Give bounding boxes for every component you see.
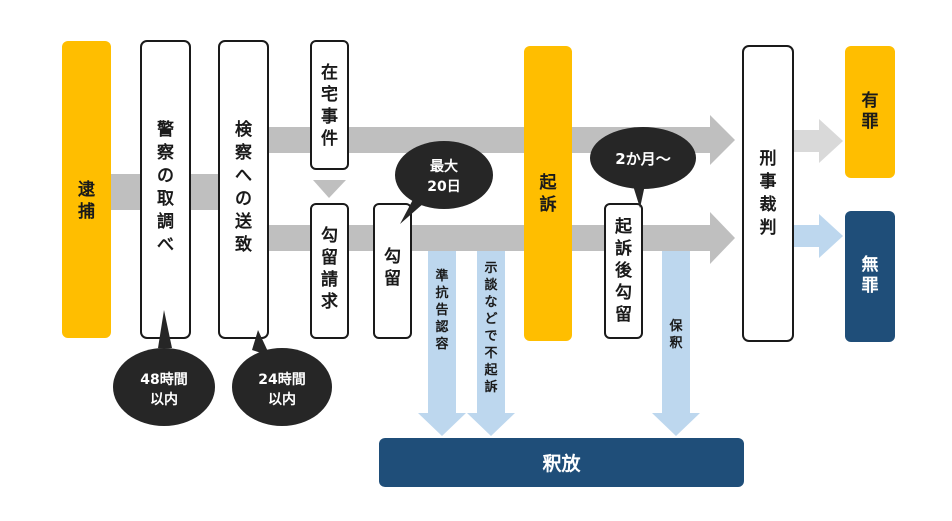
label-zaitaku: 在宅事件	[321, 62, 338, 149]
svg-text:20日: 20日	[427, 179, 460, 195]
box-indictment	[524, 46, 572, 341]
bubble-max-20-days: 最大 20日	[395, 141, 493, 224]
label-criminal-trial: 刑事裁判	[760, 149, 777, 238]
label-indictment: 起訴	[539, 172, 558, 215]
box-detention-request	[310, 203, 349, 339]
box-guilty	[845, 46, 895, 178]
box-post-indictment-detention	[604, 203, 643, 339]
svg-text:48時間: 48時間	[140, 371, 187, 388]
svg-text:24時間: 24時間	[258, 371, 305, 388]
bubble-24-hours: 24時間 以内	[232, 330, 332, 426]
label-not-guilty: 無罪	[862, 254, 879, 296]
label-referral-to-prosecutor: 検察への送致	[234, 119, 253, 255]
release-arrow-quasi-head	[418, 413, 466, 436]
box-criminal-trial	[742, 45, 794, 342]
label-guilty: 有罪	[862, 90, 879, 132]
svg-text:最大: 最大	[430, 158, 458, 175]
flow-arrow-guilty-shaft	[793, 130, 819, 152]
svg-text:以内: 以内	[150, 391, 178, 408]
flow-arrow-zaitaku-down	[313, 180, 346, 198]
label-bail: 保釈	[668, 318, 683, 351]
flow-arrow-bottom-head	[710, 212, 735, 264]
flow-arrow-notguilty-shaft	[793, 225, 819, 247]
box-detention	[373, 203, 412, 339]
release-arrow-bail-head	[652, 413, 700, 436]
box-referral-to-prosecutor	[218, 40, 269, 339]
label-release: 釈放	[542, 452, 581, 475]
label-quasi-kokuso: 準抗告認容	[434, 268, 448, 352]
label-police-interrogation: 警察の取調べ	[156, 119, 175, 255]
flow-arrow-top-head	[710, 115, 735, 165]
label-arrest: 逮捕	[78, 180, 96, 222]
release-arrow-quasi-shaft	[428, 251, 456, 413]
release-arrow-settlement-shaft	[477, 251, 505, 413]
box-release	[379, 438, 744, 487]
svg-text:2か月～: 2か月～	[615, 150, 670, 168]
box-arrest	[62, 41, 111, 338]
label-post-indictment-detention: 起訴後勾留	[614, 216, 633, 325]
label-settlement-non-prosecution: 示談などで不起訴	[483, 261, 498, 395]
release-arrow-settlement-head	[467, 413, 515, 436]
bubble-2-months: 2か月～	[590, 127, 696, 208]
label-detention-request: 勾留請求	[321, 225, 338, 312]
box-not-guilty	[845, 211, 895, 342]
label-detention: 勾留	[384, 246, 401, 289]
svg-text:以内: 以内	[268, 391, 296, 408]
bubble-48-hours: 48時間 以内	[113, 310, 215, 426]
box-zaitaku	[310, 40, 349, 170]
release-arrow-bail-shaft	[662, 251, 690, 413]
flow-arrow-guilty-head	[819, 119, 843, 163]
flow-arrow-notguilty-head	[819, 214, 843, 258]
